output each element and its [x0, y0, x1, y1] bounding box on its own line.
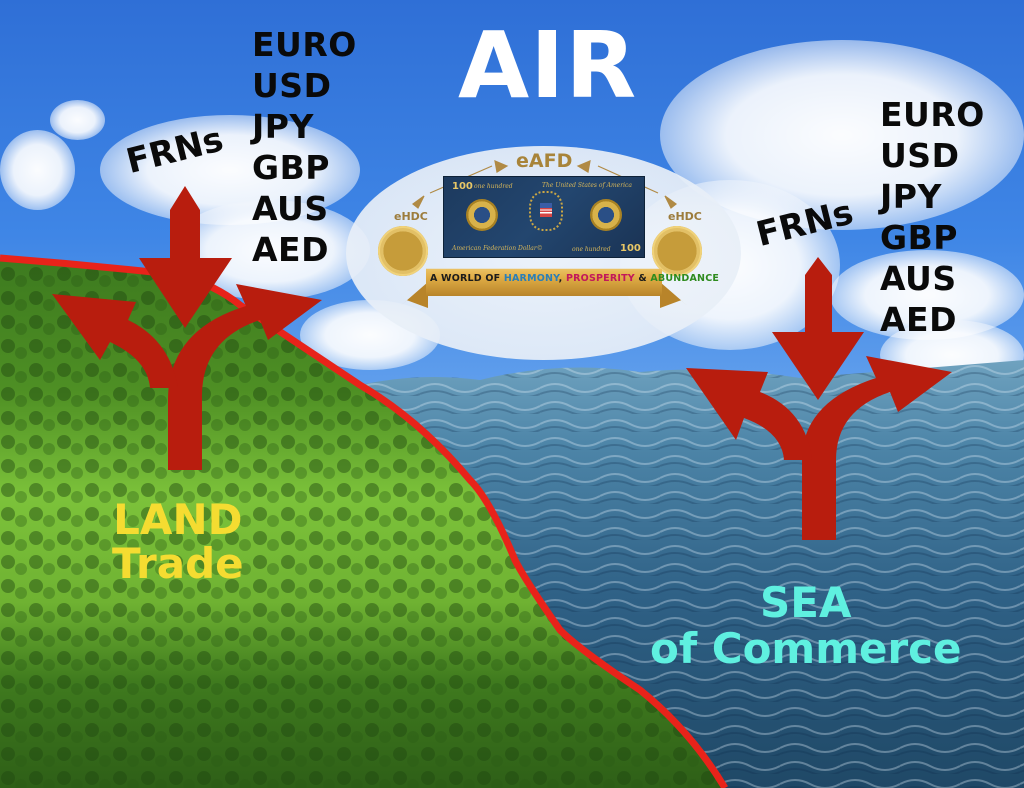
land-title: LAND [113, 495, 243, 544]
right-ehdc-coin-icon [652, 226, 702, 276]
left-currency-list: EURO USD JPY GBP AUS AED [252, 24, 357, 270]
currency-item: EURO [880, 95, 985, 134]
banknote-denomination: 100 [620, 243, 641, 254]
cloud [50, 100, 105, 140]
eafd-label: eAFD [516, 150, 573, 172]
currency-item: GBP [252, 148, 330, 187]
eagle-seal-icon [529, 191, 563, 231]
slogan-text: A WORLD OF HARMONY, PROSPERITY & ABUNDAN… [430, 273, 719, 284]
currency-item: AED [252, 230, 329, 269]
currency-item: JPY [252, 107, 314, 146]
right-currency-list: EURO USD JPY GBP AUS AED [880, 94, 985, 340]
right-ehdc-label: eHDC [668, 210, 702, 223]
right-seal-icon [590, 199, 622, 231]
air-title: AIR [458, 12, 638, 119]
right-split-arrow-icon [686, 257, 952, 540]
slogan-separator: , [558, 273, 566, 284]
slogan-prefix: A WORLD OF [430, 273, 504, 284]
currency-item: USD [252, 66, 332, 105]
banknote-denomination: 100 [452, 181, 473, 192]
banknote-small-text: one hundred [572, 246, 611, 253]
cloud [0, 130, 75, 210]
slogan-harmony: HARMONY [503, 273, 559, 284]
slogan-ribbon [426, 268, 662, 296]
slogan-prosperity: PROSPERITY [566, 273, 635, 284]
currency-item: AED [880, 300, 957, 339]
left-ehdc-label: eHDC [394, 210, 428, 223]
left-split-arrow-icon [52, 186, 322, 470]
sea-title: SEA [760, 578, 852, 627]
afd-banknote: 100 one hundred The United States of Ame… [443, 176, 645, 258]
currency-item: AUS [252, 189, 329, 228]
slogan-separator: & [634, 273, 651, 284]
slogan-abundance: ABUNDANCE [650, 273, 720, 284]
left-ehdc-coin-icon [378, 226, 428, 276]
currency-item: EURO [252, 25, 357, 64]
banknote-bottom-text: American Federation Dollar© [452, 245, 543, 252]
currency-item: JPY [880, 177, 942, 216]
land-subtitle: Trade [112, 539, 244, 588]
land-trade-label: LAND Trade [112, 498, 244, 586]
left-seal-icon [466, 199, 498, 231]
currency-item: GBP [880, 218, 958, 257]
sea-subtitle: of Commerce [650, 624, 962, 673]
sea-commerce-label: SEA of Commerce [650, 580, 962, 672]
currency-item: USD [880, 136, 960, 175]
banknote-small-text: one hundred [474, 183, 513, 190]
banknote-top-text: The United States of America [542, 182, 632, 189]
currency-item: AUS [880, 259, 957, 298]
